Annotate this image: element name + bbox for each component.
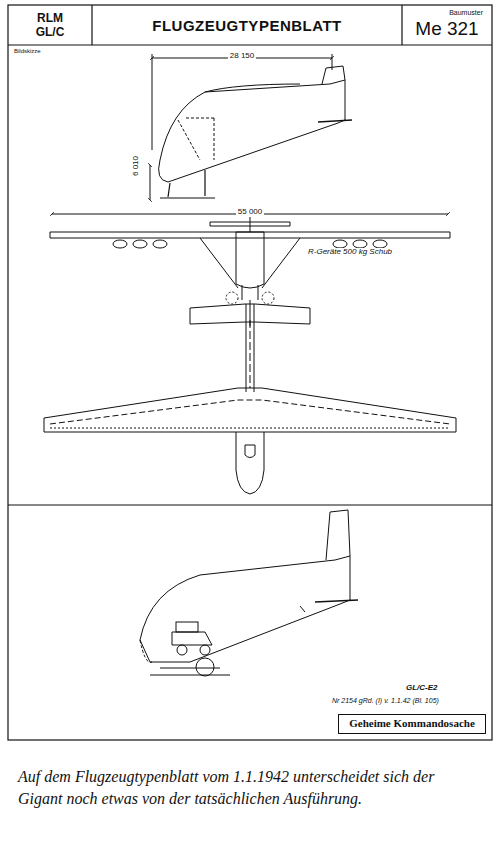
rocket-unit (353, 240, 367, 248)
node-text: Me 321 (415, 18, 478, 41)
type-cell: BaumusterMe 321 (402, 5, 492, 45)
rocket-unit (373, 240, 387, 248)
rocket-unit (153, 240, 167, 248)
authority-cell: RLM GL/C (8, 5, 92, 45)
node-text: RLM GL/C (28, 11, 72, 40)
front-view (50, 214, 450, 304)
rocket-unit (333, 240, 347, 248)
note: Nr 2154 gRd. (I) v. 1.1.42 (Bl. 105) (330, 697, 441, 705)
note: R-Geräte 500 kg Schub (306, 248, 394, 257)
sheet-title: FLUGZEUGTYPENBLATT (92, 5, 402, 45)
note: GL/C-E2 (404, 684, 440, 693)
caption: Auf dem Flugzeugtypenblatt vom 1.1.1942 … (18, 766, 468, 809)
sheet-label: Bildskizze (12, 48, 43, 55)
node-text: Geheime Kommandosache (349, 717, 475, 730)
side-view (150, 54, 352, 200)
plan-view (44, 300, 456, 494)
dimension: 6 010 (132, 154, 141, 178)
loading-view (140, 510, 358, 676)
rocket-unit (113, 240, 127, 248)
dimension: 28 150 (228, 52, 256, 61)
secret-stamp: Geheime Kommandosache (338, 714, 486, 734)
dimension: 55 000 (236, 208, 264, 217)
rocket-unit (133, 240, 147, 248)
node-text: Baumuster (449, 9, 486, 17)
sheet-frame (8, 5, 492, 740)
